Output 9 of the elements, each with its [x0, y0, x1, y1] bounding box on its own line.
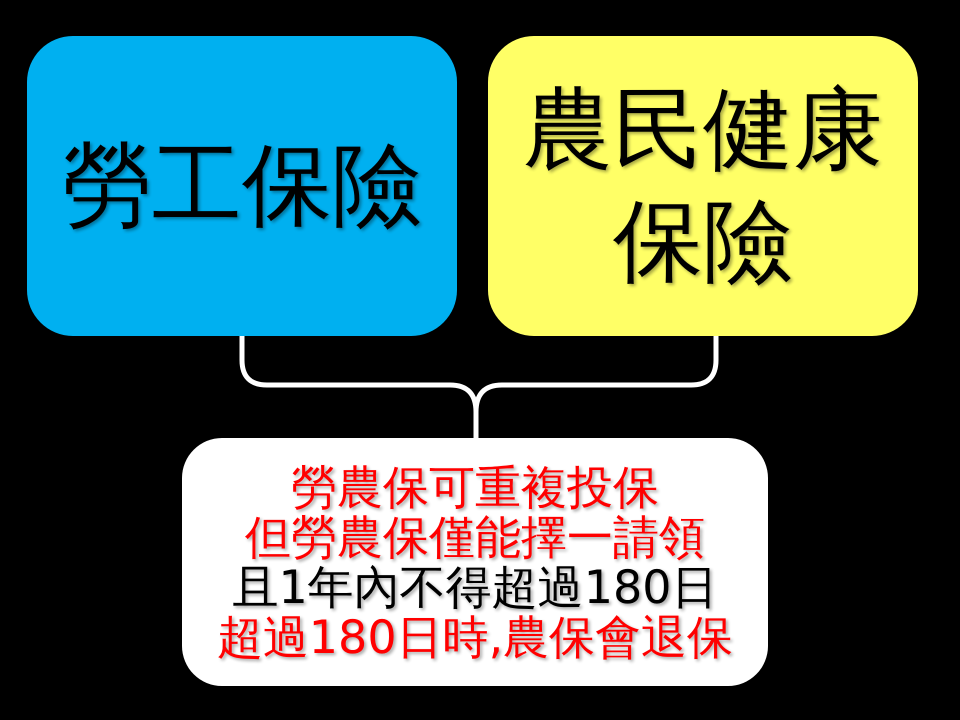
rounded-box: [488, 36, 918, 336]
box-title: 農民健康保險: [522, 76, 884, 296]
note-line: 且1年內不得超過180日: [232, 562, 718, 612]
note-line: 勞農保可重複投保: [291, 462, 659, 512]
rounded-box: [27, 36, 457, 336]
note-line: 但勞農保僅能擇一請領: [245, 512, 705, 562]
note-box: [182, 438, 768, 686]
box-title: 勞工保險: [62, 132, 422, 240]
note-line: 超過180日時,農保會退保: [216, 612, 734, 662]
